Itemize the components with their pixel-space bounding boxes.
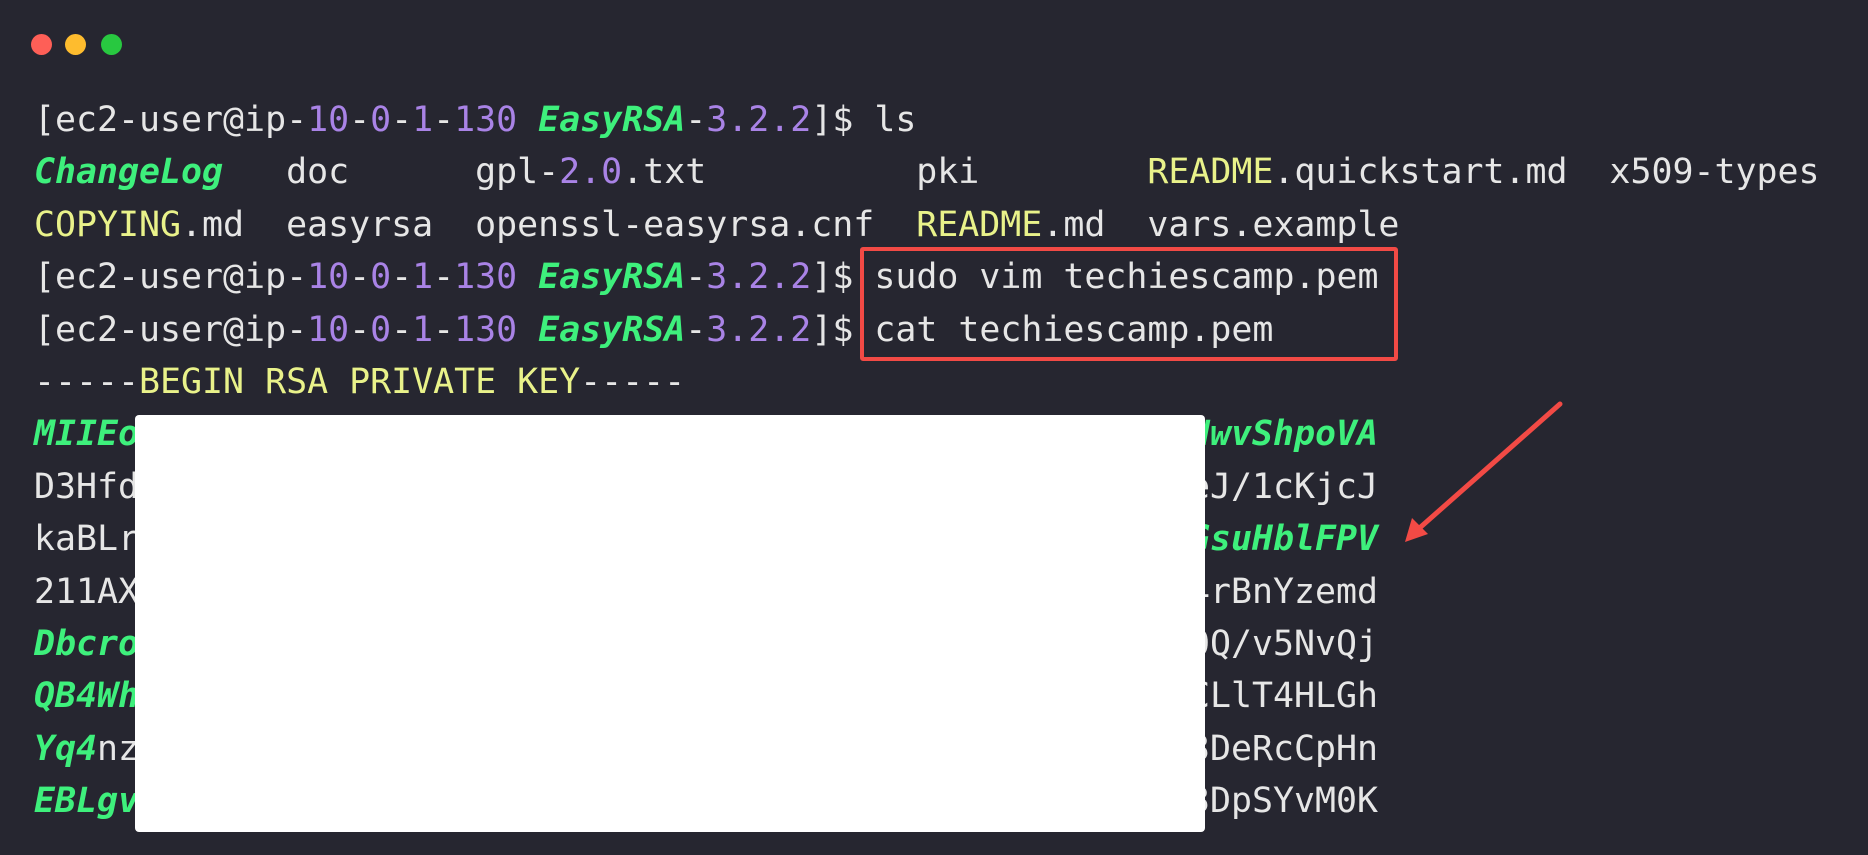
key-line-tail: 3DpSYvM0K	[1189, 775, 1378, 827]
text-segment: -	[391, 257, 413, 298]
key-line-tail: NwvShpoVA	[1189, 408, 1378, 460]
window-minimize-button[interactable]	[65, 34, 86, 55]
text-segment: doc gpl-	[223, 152, 560, 193]
text-segment: -	[433, 257, 455, 298]
text-segment: CLlT4HLGh	[1189, 676, 1379, 717]
text-segment: GsuHblFPV	[1189, 519, 1379, 560]
text-segment: NwvShpoVA	[1189, 414, 1379, 455]
command-highlight-box	[860, 247, 1398, 361]
text-segment: 3.2.2	[706, 100, 812, 140]
key-line: QB4Wh CLlT4HLGh	[34, 670, 1820, 722]
key-line: EBLgv 3DpSYvM0K	[34, 775, 1820, 827]
key-line-tail: GsuHblFPV	[1189, 513, 1378, 565]
text-segment: .md vars.example	[1042, 204, 1400, 245]
text-segment: 3DpSYvM0K	[1189, 781, 1379, 822]
key-line: D3Hfd eJ/1cKjcJ	[34, 461, 1820, 513]
text-segment: 1	[412, 309, 434, 350]
text-segment: -----	[580, 361, 686, 402]
text-segment: kaBLr	[34, 519, 140, 560]
text-segment: 3DeRcCpHn	[1189, 728, 1379, 769]
terminal-line: [ec2-user@ip-10-0-1-130 EasyRSA-3.2.2]$ …	[34, 94, 1820, 146]
key-line-tail: 0Q/v5NvQj	[1189, 618, 1378, 670]
text-segment: README	[1147, 152, 1274, 193]
text-segment: 130	[454, 257, 518, 298]
text-segment: -	[349, 309, 371, 350]
text-segment: QB4Wh	[34, 676, 140, 717]
text-segment: -	[433, 100, 455, 140]
text-segment: 10	[307, 309, 350, 350]
text-segment: ]$ cat techiescamp.pem	[811, 309, 1274, 350]
terminal-line: -----BEGIN RSA PRIVATE KEY-----	[34, 356, 1820, 408]
text-segment: -	[349, 257, 371, 298]
terminal-line: [ec2-user@ip-10-0-1-130 EasyRSA-3.2.2]$ …	[34, 304, 1820, 356]
text-segment: 211AX	[34, 571, 140, 612]
text-segment: 1	[412, 100, 434, 140]
text-segment: 10	[307, 100, 350, 140]
key-line: MIIEo NwvShpoVA	[34, 408, 1820, 460]
text-segment: 130	[454, 100, 518, 140]
key-line: 211AX 4rBnYzemd	[34, 566, 1820, 618]
redaction-box	[135, 415, 1205, 832]
key-line-tail: 3DeRcCpHn	[1189, 723, 1378, 775]
key-line: kaBLr GsuHblFPV	[34, 513, 1820, 565]
text-segment: eJ/1cKjcJ	[1189, 466, 1379, 507]
text-segment: [ec2-user@ip-	[34, 257, 308, 298]
key-line-tail: 4rBnYzemd	[1189, 566, 1378, 618]
text-segment: -----	[34, 361, 140, 402]
text-segment: MIIEo	[34, 414, 140, 455]
text-segment: -	[685, 257, 707, 298]
key-line-tail: CLlT4HLGh	[1189, 670, 1378, 722]
terminal-line: ChangeLog doc gpl-2.0.txt pki README.qui…	[34, 146, 1820, 198]
text-segment: EasyRSA	[538, 100, 686, 140]
text-segment: 0	[370, 309, 392, 350]
text-segment: 0	[370, 100, 392, 140]
text-segment: BEGIN RSA PRIVATE KEY	[139, 361, 581, 402]
text-segment: 2.0	[559, 152, 623, 193]
text-segment: D3Hfd	[34, 466, 140, 507]
text-segment: -	[685, 100, 707, 140]
key-line-tail: eJ/1cKjcJ	[1189, 461, 1378, 513]
text-segment: 0Q/v5NvQj	[1189, 623, 1379, 664]
text-segment: ]$ sudo vim techiescamp.pem	[811, 257, 1379, 298]
text-segment: 10	[307, 257, 350, 298]
text-segment: [ec2-user@ip-	[34, 100, 308, 140]
text-segment: ChangeLog	[34, 152, 224, 193]
text-segment: nz	[97, 728, 140, 769]
text-segment: EBLgv	[34, 781, 140, 822]
terminal-line: COPYING.md easyrsa openssl-easyrsa.cnf R…	[34, 199, 1820, 251]
text-segment: EasyRSA	[538, 309, 686, 350]
text-segment: -	[433, 309, 455, 350]
text-segment: Dbcro	[34, 623, 140, 664]
text-segment: -	[391, 100, 413, 140]
window-maximize-button[interactable]	[101, 34, 122, 55]
key-line: Dbcro 0Q/v5NvQj	[34, 618, 1820, 670]
text-segment: 130	[454, 309, 518, 350]
text-segment: README	[916, 204, 1043, 245]
key-line: Yq4nz 3DeRcCpHn	[34, 723, 1820, 775]
text-segment: 4rBnYzemd	[1189, 571, 1379, 612]
text-segment: 3.2.2	[706, 309, 812, 350]
text-segment: 0	[370, 257, 392, 298]
text-segment: -	[391, 309, 413, 350]
text-segment: COPYING	[34, 204, 182, 245]
text-segment: .quickstart.md x509-types	[1273, 152, 1820, 193]
text-segment: -	[349, 100, 371, 140]
text-segment: .md easyrsa openssl-easyrsa.cnf	[181, 204, 917, 245]
text-segment: 3.2.2	[706, 257, 812, 298]
terminal-output[interactable]: [ec2-user@ip-10-0-1-130 EasyRSA-3.2.2]$ …	[34, 94, 1820, 827]
window-close-button[interactable]	[31, 34, 52, 55]
text-segment: -	[685, 309, 707, 350]
text-segment: ]$ ls	[811, 100, 917, 140]
terminal-line: [ec2-user@ip-10-0-1-130 EasyRSA-3.2.2]$ …	[34, 251, 1820, 303]
text-segment: [ec2-user@ip-	[34, 309, 308, 350]
text-segment: .txt pki	[622, 152, 1148, 193]
text-segment: Yq4	[34, 728, 98, 769]
text-segment: EasyRSA	[538, 257, 686, 298]
text-segment: 1	[412, 257, 434, 298]
